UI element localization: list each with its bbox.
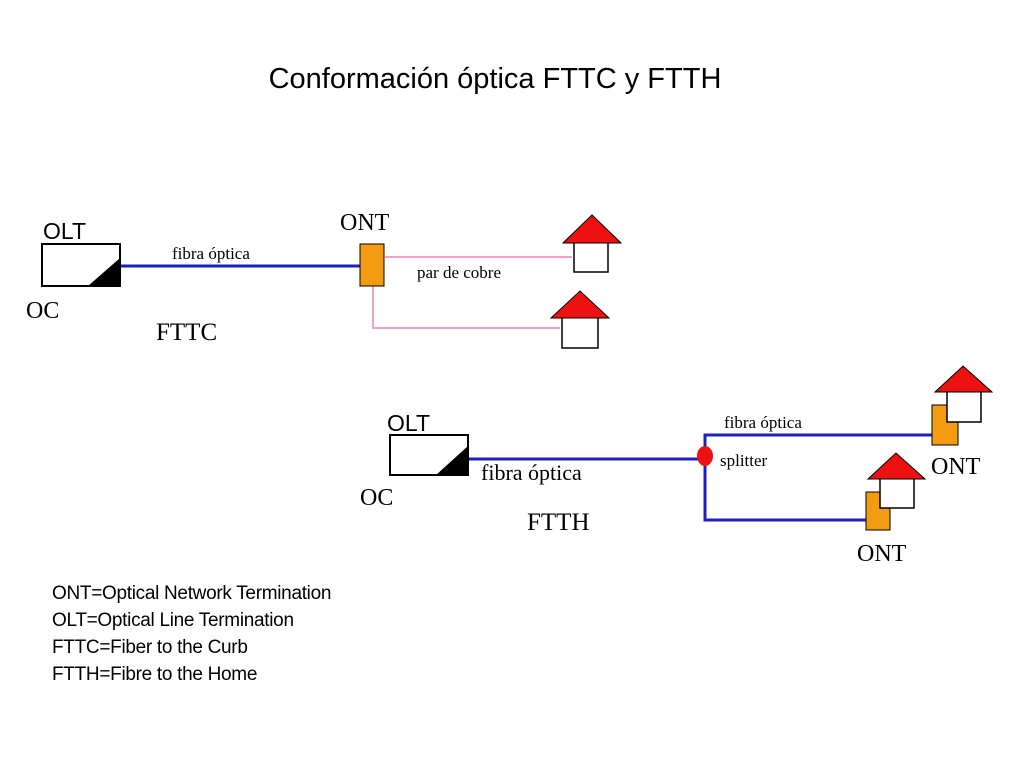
fttc-olt-label: OLT bbox=[43, 218, 86, 244]
fttc-copper-label: par de cobre bbox=[417, 263, 501, 282]
ftth-fiber-label-branch: fibra óptica bbox=[724, 413, 802, 432]
fttc-copper-line-2 bbox=[372, 285, 560, 329]
fttc-section-label: FTTC bbox=[156, 319, 217, 346]
ftth-olt-device bbox=[389, 434, 469, 476]
ftth-house-lower-icon bbox=[866, 452, 927, 509]
legend-item-ont: ONT=Optical Network Termination bbox=[52, 583, 332, 604]
ftth-ont-label-lower: ONT bbox=[857, 541, 907, 567]
ftth-branch-lower bbox=[703, 459, 866, 522]
ftth-section: OLT OC fibra óptica fibra óptica splitte… bbox=[360, 365, 994, 567]
legend-item-olt: OLT=Optical Line Termination bbox=[52, 610, 294, 631]
fttc-section: OLT OC ONT fibra óptica par de cobre FTT… bbox=[26, 210, 623, 349]
page-title: Conformación óptica FTTC y FTTH bbox=[269, 63, 722, 95]
fttc-olt-device bbox=[41, 243, 121, 287]
fttc-oc-label: OC bbox=[26, 298, 59, 324]
splitter-label: splitter bbox=[720, 451, 768, 470]
splitter-node bbox=[697, 446, 713, 466]
ftth-oc-label: OC bbox=[360, 485, 393, 511]
ftth-olt-label: OLT bbox=[387, 410, 430, 436]
legend: ONT=Optical Network Termination OLT=Opti… bbox=[52, 580, 331, 688]
ftth-fiber-label-main: fibra óptica bbox=[481, 460, 582, 485]
ftth-ont-label-upper: ONT bbox=[931, 454, 981, 480]
legend-item-ftth: FTTH=Fibre to the Home bbox=[52, 664, 258, 685]
fttc-ont-label: ONT bbox=[340, 210, 390, 236]
fttc-house-1-icon bbox=[561, 214, 623, 273]
legend-item-fttc: FTTC=Fiber to the Curb bbox=[52, 637, 248, 658]
fttc-house-2-icon bbox=[549, 290, 611, 349]
ftth-section-label: FTTH bbox=[527, 509, 590, 536]
fttc-ont-device bbox=[359, 243, 385, 287]
fttc-fiber-label: fibra óptica bbox=[172, 244, 250, 263]
ftth-house-upper-icon bbox=[933, 365, 994, 423]
